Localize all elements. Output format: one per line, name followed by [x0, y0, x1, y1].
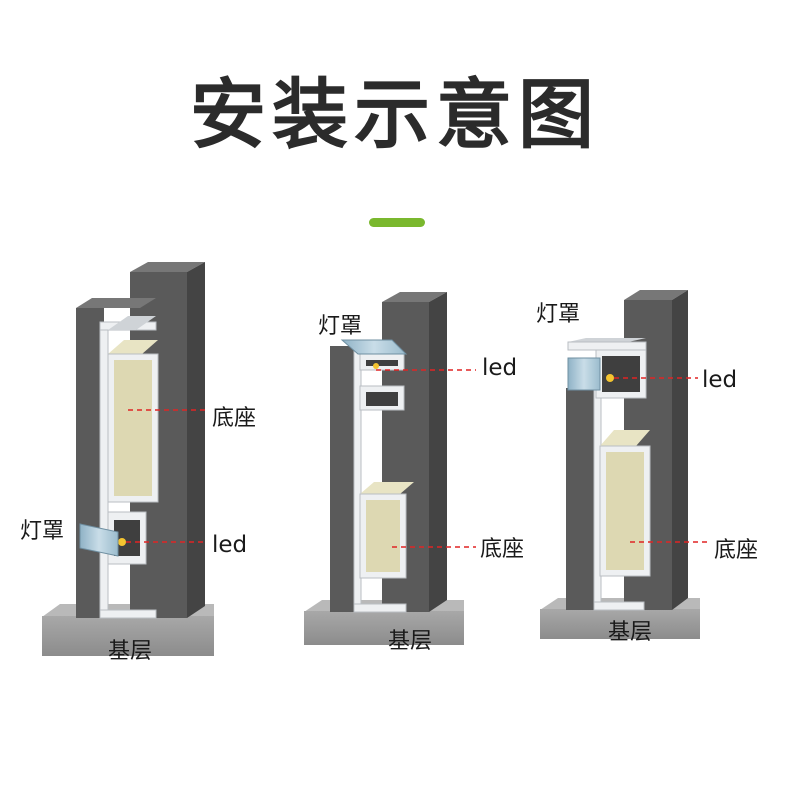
- front-dark-plate: [76, 298, 156, 618]
- seat-profile: [599, 430, 651, 577]
- label-cover: 灯罩: [318, 314, 362, 339]
- led-channel: [359, 353, 405, 371]
- front-dark-plate: [566, 388, 596, 610]
- led-chip: [373, 363, 379, 369]
- title-accent-bar: [369, 218, 425, 227]
- label-seat: 底座: [480, 537, 524, 562]
- seat-profile: [107, 340, 159, 503]
- upper-channel: [359, 385, 405, 411]
- led-chip: [118, 538, 126, 546]
- led-channel: [107, 511, 147, 565]
- label-base: 基层: [108, 639, 152, 664]
- page-title: 安装示意图: [190, 70, 600, 159]
- lamp-cover: [340, 339, 408, 355]
- label-base: 基层: [388, 629, 432, 654]
- front-dark-plate: [330, 346, 356, 612]
- seat-profile: [359, 482, 414, 579]
- label-seat: 底座: [714, 538, 758, 563]
- channel-frame: [99, 316, 157, 619]
- label-cover: 灯罩: [536, 302, 580, 327]
- led-chip: [606, 374, 614, 382]
- lamp-cover: [79, 523, 119, 557]
- label-base: 基层: [608, 620, 652, 645]
- led-channel: [567, 338, 647, 399]
- label-led: led: [702, 367, 737, 393]
- diagram-middle: 灯罩 led 底座 基层: [304, 292, 524, 654]
- label-led: led: [482, 355, 517, 381]
- lamp-cover: [567, 357, 601, 391]
- diagram-right: 灯罩 led 底座 基层: [536, 290, 758, 645]
- label-seat: 底座: [212, 406, 256, 431]
- label-cover: 灯罩: [20, 519, 64, 544]
- label-led: led: [212, 532, 247, 558]
- diagram-left: 底座 led 灯罩 基层: [20, 262, 256, 664]
